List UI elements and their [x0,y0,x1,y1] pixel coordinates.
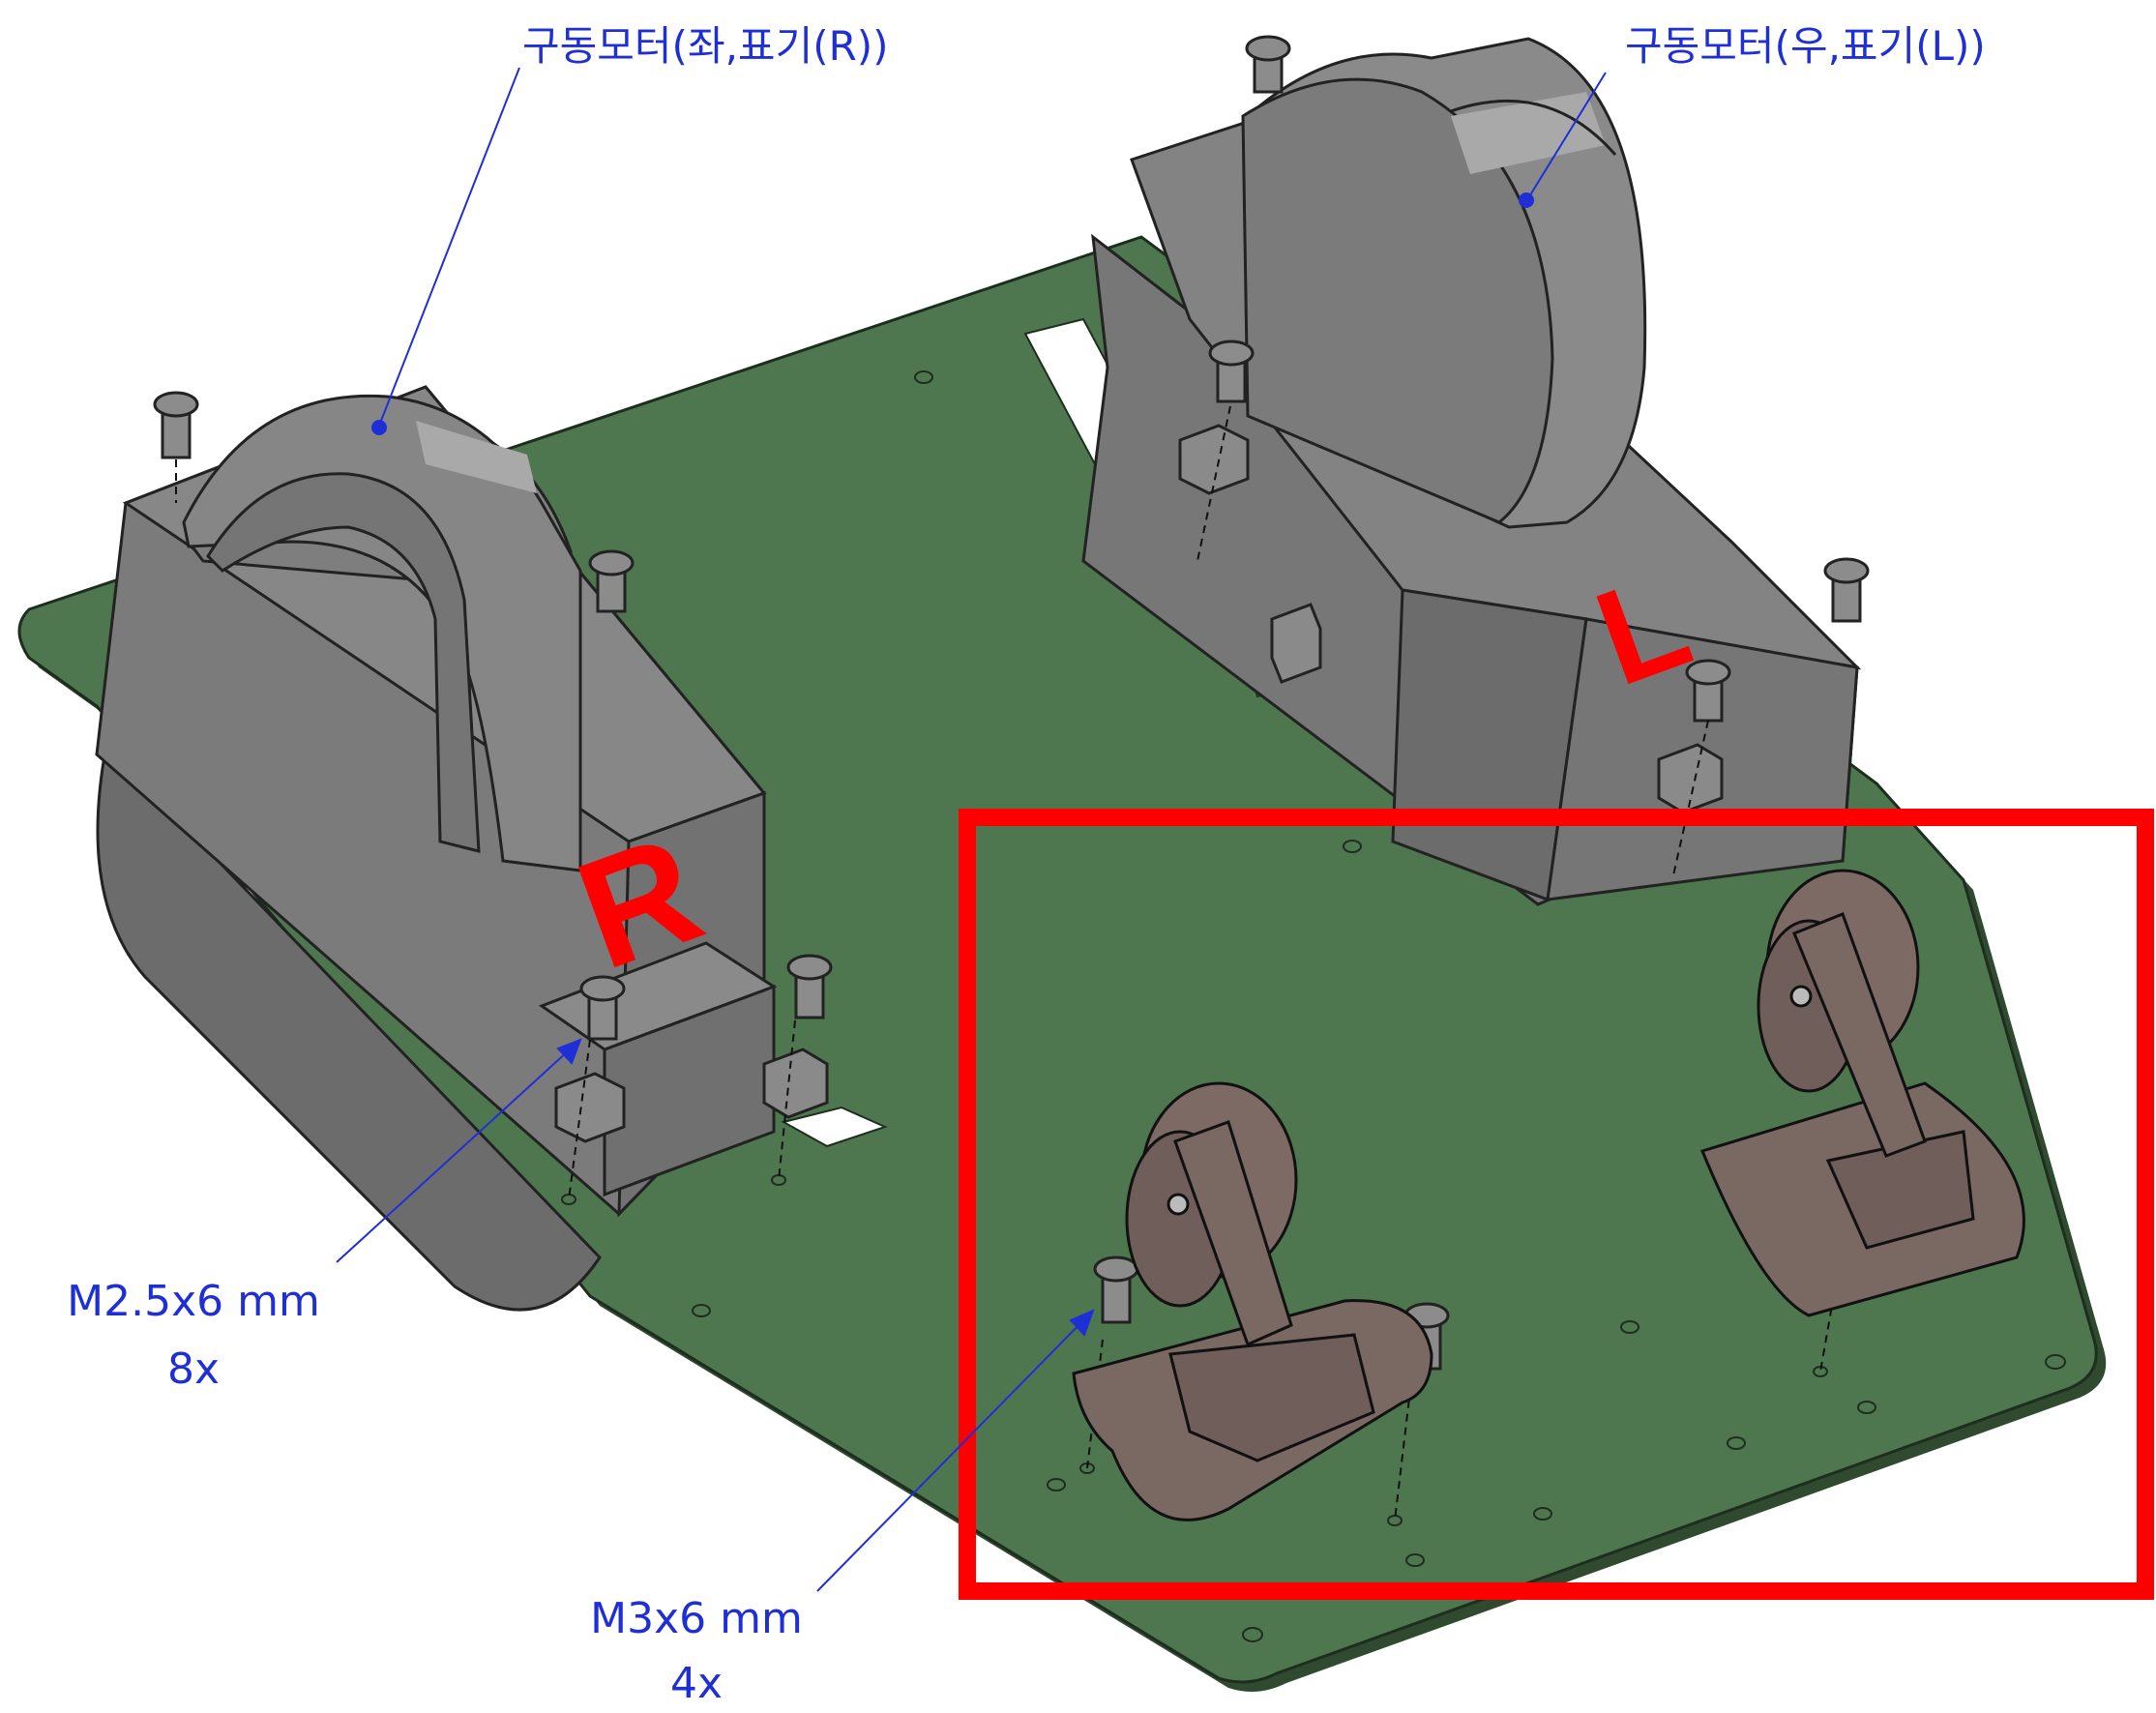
caster-wheel-icon [1072,869,2025,1521]
screw-m3-label: M3x6 mm [590,1594,803,1643]
motor-right-label: 구동모터(우,표기(L)) [1625,22,1986,70]
motor-left-label: 구동모터(좌,표기(R)) [522,22,889,70]
screw-m25-label: M2.5x6 mm [67,1277,320,1326]
highlight-frame [959,809,2154,1600]
screw-m25-qty: 8x [167,1344,220,1394]
screw-m3-qty: 4x [670,1659,723,1708]
hex-nut-icon [554,424,1724,1143]
